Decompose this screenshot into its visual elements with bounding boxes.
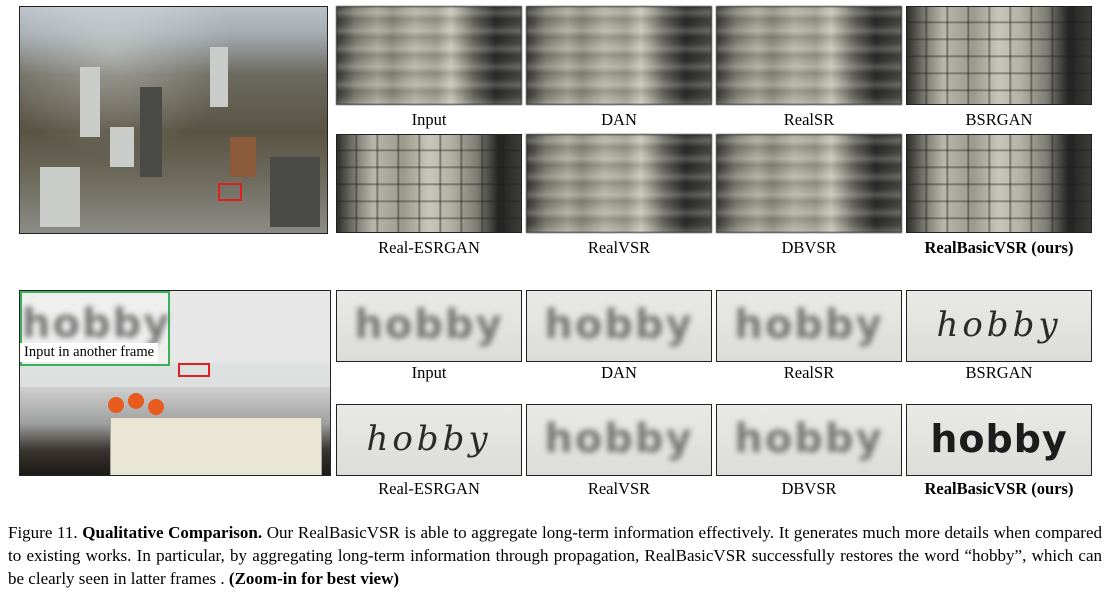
label-input: Input: [411, 363, 447, 382]
figure-number: Figure 11.: [8, 523, 78, 542]
label-dbvsr: DBVSR: [781, 238, 837, 257]
label-realvsr: RealVSR: [587, 479, 651, 498]
crop-realbasicvsr: [906, 134, 1092, 233]
text-crop-input: hobby: [336, 290, 522, 362]
text-crop-dbvsr: hobby: [716, 404, 902, 476]
inset-caption: Input in another frame: [20, 343, 159, 362]
crop-dbvsr: [716, 134, 902, 233]
breadboard: [110, 417, 322, 475]
label-realbasicvsr: RealBasicVSR (ours): [924, 479, 1074, 498]
blurred-paragraph: ​: [170, 295, 320, 306]
text-crop-realbasicvsr: hobby: [906, 404, 1092, 476]
building: [140, 87, 162, 177]
hobby-overview-image: ​ hobby Input in another frame: [19, 290, 331, 476]
building: [40, 167, 80, 227]
label-realbasicvsr: RealBasicVSR (ours): [924, 238, 1074, 257]
label-dbvsr: DBVSR: [781, 479, 837, 498]
crop-input: [336, 6, 522, 105]
label-realsr: RealSR: [783, 363, 835, 382]
crop-bsrgan: [906, 6, 1092, 105]
crop-word: hobby: [734, 416, 884, 463]
text-crop-bsrgan: hobby: [906, 290, 1092, 362]
highlight-box: [218, 183, 242, 201]
led: [148, 399, 164, 415]
text-crop-realvsr: hobby: [526, 404, 712, 476]
text-crop-real-esrgan: hobby: [336, 404, 522, 476]
crop-word: hobby: [544, 416, 694, 463]
text-crop-realsr: hobby: [716, 290, 902, 362]
crop-realvsr: [526, 134, 712, 233]
city-overview-image: [19, 6, 328, 234]
crop-word: hobby: [930, 417, 1068, 462]
building: [270, 157, 320, 227]
breadboard-scene: [20, 387, 330, 475]
crop-word: hobby: [366, 419, 492, 460]
crop-real-esrgan: [336, 134, 522, 233]
building: [110, 127, 134, 167]
zoom-note: (Zoom-in for best view): [228, 569, 400, 588]
label-bsrgan: BSRGAN: [965, 110, 1033, 129]
crop-word: hobby: [544, 302, 694, 349]
crop-realsr: [716, 6, 902, 105]
building: [230, 137, 256, 177]
crop-word: hobby: [354, 302, 504, 349]
label-real-esrgan: Real-ESRGAN: [378, 479, 480, 498]
caption-title: Qualitative Comparison.: [82, 523, 263, 542]
label-real-esrgan: Real-ESRGAN: [378, 238, 480, 257]
label-dan: DAN: [601, 363, 637, 382]
highlight-box: [178, 363, 210, 377]
led: [108, 397, 124, 413]
building: [210, 47, 228, 107]
text-crop-dan: hobby: [526, 290, 712, 362]
crop-word: hobby: [936, 305, 1062, 346]
crop-dan: [526, 6, 712, 105]
inset-word: hobby: [22, 301, 172, 348]
led: [128, 393, 144, 409]
building: [80, 67, 100, 137]
label-realvsr: RealVSR: [587, 238, 651, 257]
crop-word: hobby: [734, 302, 884, 349]
label-dan: DAN: [601, 110, 637, 129]
label-input: Input: [411, 110, 447, 129]
label-realsr: RealSR: [783, 110, 835, 129]
figure-caption: Figure 11. Qualitative Comparison. Our R…: [8, 521, 1102, 590]
label-bsrgan: BSRGAN: [965, 363, 1033, 382]
caption-body: Our RealBasicVSR is able to aggregate lo…: [8, 523, 1103, 588]
